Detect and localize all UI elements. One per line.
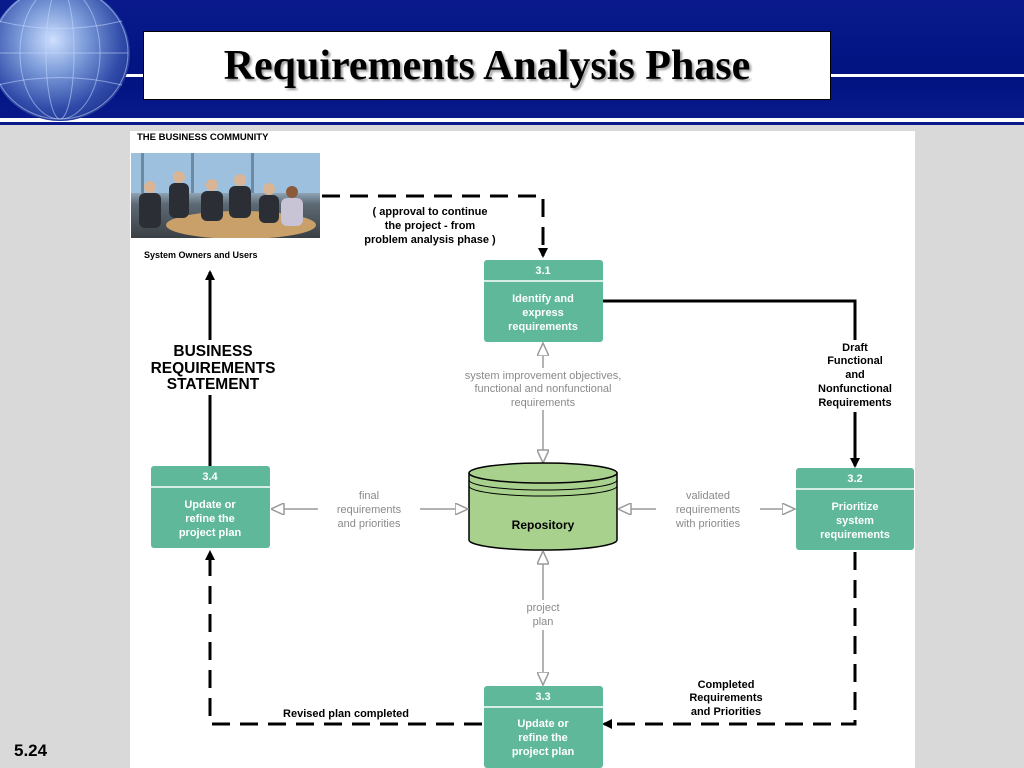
approval-note: ( approval to continue the project - fro… [364,206,496,246]
svg-text:functional and nonfunctional: functional and nonfunctional [475,383,612,395]
svg-text:BUSINESS: BUSINESS [173,343,252,360]
svg-text:Update or: Update or [517,718,569,730]
process-3-4: 3.4 Update or refine the project plan [151,466,270,548]
svg-text:problem analysis phase ): problem analysis phase ) [364,234,496,246]
process-id: 3.1 [535,265,550,277]
svg-text:requirements: requirements [508,321,578,333]
svg-text:with priorities: with priorities [675,518,741,530]
svg-text:and: and [845,369,865,381]
svg-text:final: final [359,490,379,502]
svg-text:STATEMENT: STATEMENT [167,376,260,393]
svg-text:Draft: Draft [842,342,868,354]
svg-text:Requirements: Requirements [818,397,891,409]
business-meeting-photo [131,153,320,238]
completed-requirements-flow [602,552,857,729]
system-owners-label: System Owners and Users [144,250,258,260]
svg-text:project plan: project plan [179,527,242,539]
page-title: Requirements Analysis Phase [223,42,751,89]
svg-text:the project - from: the project - from [385,220,476,232]
draft-requirements-label: Draft Functional and Nonfunctional Requi… [818,342,892,409]
svg-text:requirements: requirements [820,529,890,541]
process-id: 3.4 [202,471,218,483]
svg-text:refine the: refine the [518,732,568,744]
svg-text:Requirements: Requirements [689,692,762,704]
approval-dashed-flow [322,194,548,258]
svg-text:Identify and: Identify and [512,293,574,305]
process-id: 3.2 [847,473,862,485]
svg-text:plan: plan [533,616,554,628]
final-requirements-label: final requirements and priorities [337,490,402,530]
svg-text:and priorities: and priorities [338,518,401,530]
svg-text:and Priorities: and Priorities [691,706,761,718]
business-community-label: THE BUSINESS COMMUNITY [137,132,269,143]
svg-text:express: express [522,307,564,319]
svg-text:requirements: requirements [676,504,741,516]
svg-text:Nonfunctional: Nonfunctional [818,383,892,395]
svg-text:Prioritize: Prioritize [831,501,878,513]
svg-text:system improvement objectives,: system improvement objectives, [465,370,622,382]
title-box: Requirements Analysis Phase [143,31,831,100]
svg-text:Functional: Functional [827,355,883,367]
revised-plan-flow [205,550,482,726]
svg-text:system: system [836,515,874,527]
svg-text:Update or: Update or [184,499,236,511]
svg-text:project plan: project plan [512,746,575,758]
process-3-3: 3.3 Update or refine the project plan [484,686,603,768]
svg-text:project: project [526,602,559,614]
validated-requirements-label: validated requirements with priorities [675,490,741,530]
improvement-objectives-label: system improvement objectives, functiona… [465,370,622,409]
svg-text:REQUIREMENTS: REQUIREMENTS [151,360,276,377]
revised-plan-label: Revised plan completed [283,708,409,720]
svg-text:Completed: Completed [698,679,755,691]
process-id: 3.3 [535,691,550,703]
business-requirements-statement: BUSINESS REQUIREMENTS STATEMENT [151,343,276,393]
process-3-2: 3.2 Prioritize system requirements [796,468,914,550]
project-plan-label: project plan [526,602,559,628]
svg-text:requirements: requirements [337,504,402,516]
slide-number: 5.24 [14,741,48,760]
globe-grid-icon [0,0,129,120]
repository-label: Repository [512,518,575,532]
process-3-1: 3.1 Identify and express requirements [484,260,603,342]
svg-text:( approval to continue: ( approval to continue [373,206,488,218]
repository-datastore: Repository [468,462,618,551]
globe-icon [0,0,130,121]
svg-text:refine the: refine the [185,513,235,525]
svg-text:requirements: requirements [511,397,576,409]
svg-text:validated: validated [686,490,730,502]
header-rule-lower [0,118,1024,122]
completed-requirements-label: Completed Requirements and Priorities [689,679,762,718]
